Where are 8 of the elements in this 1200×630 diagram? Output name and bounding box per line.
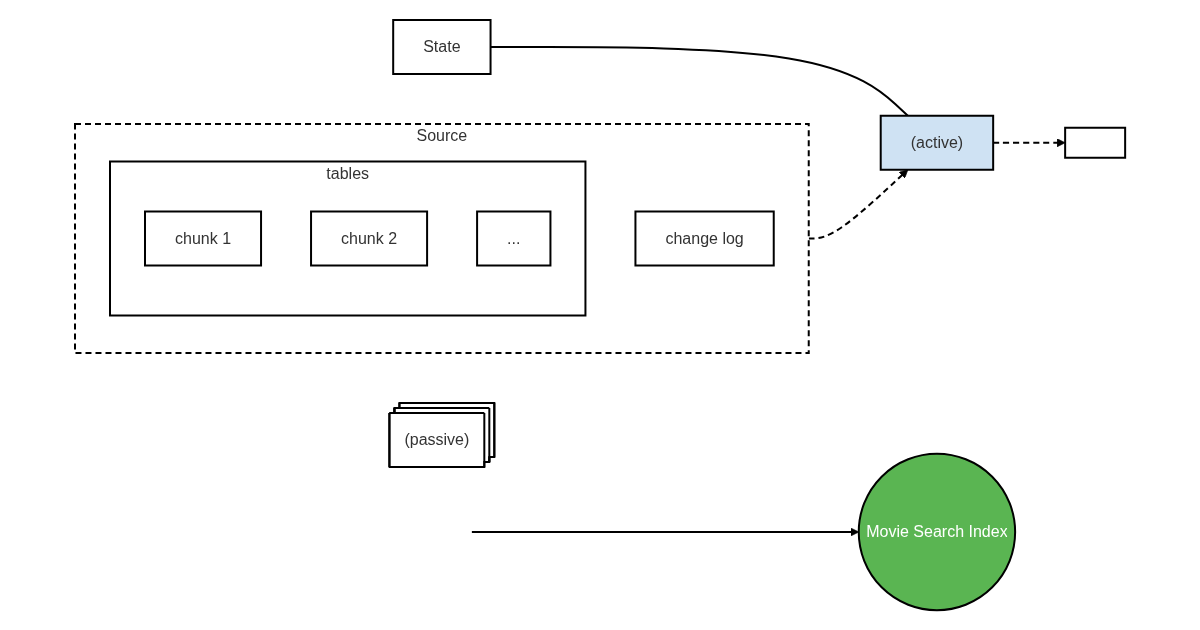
node-box bbox=[1064, 126, 1127, 159]
node-box: ... bbox=[476, 210, 552, 267]
node-box: State bbox=[392, 18, 492, 75]
node-box: chunk 1 bbox=[143, 210, 262, 267]
node-circle: Movie Search Index bbox=[857, 452, 1017, 612]
node-box: chunk 2 bbox=[309, 210, 428, 267]
node-box: change log bbox=[634, 210, 775, 267]
node-box: (active) bbox=[879, 114, 995, 171]
